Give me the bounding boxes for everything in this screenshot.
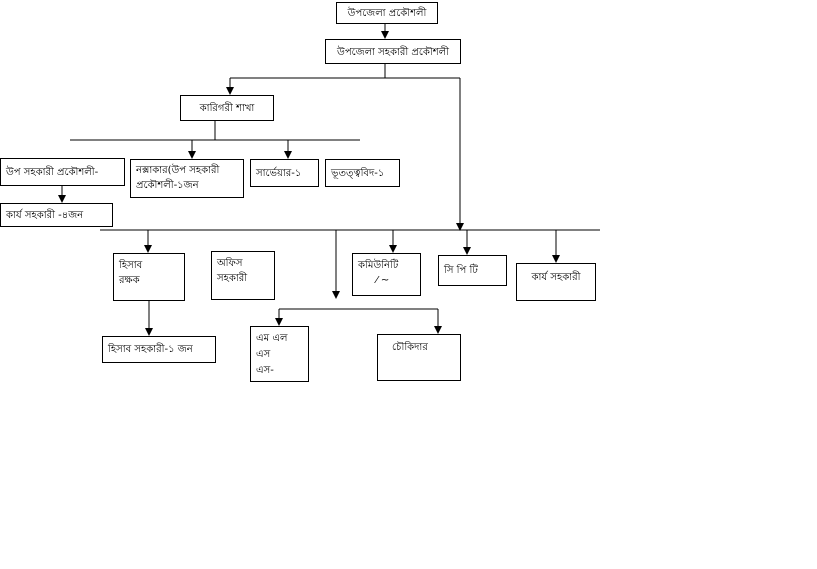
node-technical-branch: কারিগরী শাখা bbox=[180, 95, 274, 121]
node-community-label-1: কমিউনিটি bbox=[358, 260, 399, 271]
node-mlss: এম এল এস এস- bbox=[250, 326, 309, 382]
node-upazila-engineer-label: উপজেলা প্রকৌশলী bbox=[347, 8, 427, 19]
node-draftsman: নক্সাকার(উপ সহকারী প্রকৌশলী-১জন bbox=[130, 159, 244, 198]
node-sub-assistant-engineer-label: উপ সহকারী প্রকৌশলী- bbox=[6, 167, 99, 178]
node-accounts-assistant-label: হিসাব সহকারী-১ জন bbox=[108, 344, 193, 355]
node-office-assistant: অফিস সহকারী bbox=[211, 251, 275, 300]
node-work-assistant-2-label: কার্য সহকারী bbox=[531, 272, 581, 283]
node-mlss-label-1: এম এল bbox=[256, 333, 288, 344]
node-upazila-engineer: উপজেলা প্রকৌশলী bbox=[336, 2, 438, 24]
node-assistant-engineer: উপজেলা সহকারী প্রকৌশলী bbox=[325, 39, 461, 64]
node-draftsman-label-2: প্রকৌশলী-১জন bbox=[136, 180, 199, 191]
node-community-label-2: ⁄ ~ bbox=[376, 275, 390, 286]
node-cpt-label: সি পি টি bbox=[444, 265, 478, 276]
node-accountant-label-1: হিসাব bbox=[119, 260, 143, 271]
node-office-assistant-label-2: সহকারী bbox=[217, 273, 248, 284]
node-surveyor: সার্ভেয়ার-১ bbox=[250, 159, 319, 187]
node-work-assistant: কার্য সহকারী -৪জন bbox=[0, 203, 113, 227]
node-geologist-label: ভূতত্ত্ববিদ-১ bbox=[331, 168, 385, 179]
node-accountant-label-2: রক্ষক bbox=[119, 275, 140, 286]
node-geologist: ভূতত্ত্ববিদ-১ bbox=[325, 159, 400, 187]
node-office-assistant-label-1: অফিস bbox=[217, 258, 243, 269]
node-cpt: সি পি টি bbox=[438, 255, 507, 286]
node-accountant: হিসাব রক্ষক bbox=[113, 253, 185, 301]
node-mlss-label-3: এস- bbox=[256, 365, 274, 376]
node-accounts-assistant: হিসাব সহকারী-১ জন bbox=[102, 336, 216, 363]
node-work-assistant-label: কার্য সহকারী -৪জন bbox=[6, 210, 84, 221]
node-guard: চৌকিদার bbox=[377, 334, 461, 381]
node-assistant-engineer-label: উপজেলা সহকারী প্রকৌশলী bbox=[337, 47, 449, 58]
node-technical-branch-label: কারিগরী শাখা bbox=[199, 103, 255, 114]
node-mlss-label-2: এস bbox=[256, 349, 271, 360]
node-community: কমিউনিটি ⁄ ~ bbox=[352, 253, 421, 296]
node-draftsman-label-1: নক্সাকার(উপ সহকারী bbox=[136, 165, 220, 176]
node-guard-label: চৌকিদার bbox=[392, 342, 428, 353]
node-sub-assistant-engineer: উপ সহকারী প্রকৌশলী- bbox=[0, 158, 125, 186]
node-work-assistant-2: কার্য সহকারী bbox=[516, 263, 596, 301]
node-surveyor-label: সার্ভেয়ার-১ bbox=[256, 168, 302, 179]
